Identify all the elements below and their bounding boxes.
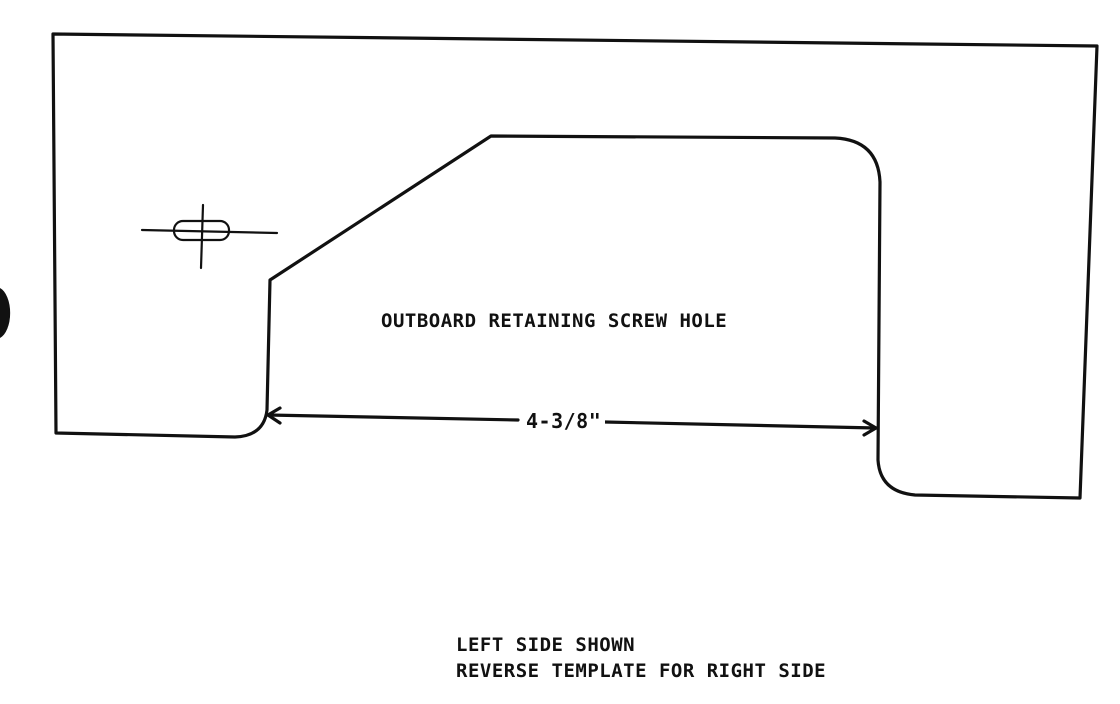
note-reverse-template: REVERSE TEMPLATE FOR RIGHT SIDE — [456, 660, 827, 682]
binding-hole-mark — [0, 288, 11, 338]
crosshair-vertical — [199, 203, 205, 270]
dimension-line — [266, 406, 878, 437]
note-left-side: LEFT SIDE SHOWN — [456, 634, 636, 656]
dimension-arrow-left — [266, 406, 282, 425]
dimension-arrow-right — [862, 419, 878, 437]
dimension-label: 4-3/8" — [522, 409, 606, 433]
hole-label: OUTBOARD RETAINING SCREW HOLE — [381, 310, 728, 332]
template-outline — [51, 32, 1099, 500]
screw-hole-marker — [140, 203, 279, 270]
crosshair-horizontal — [140, 228, 279, 235]
